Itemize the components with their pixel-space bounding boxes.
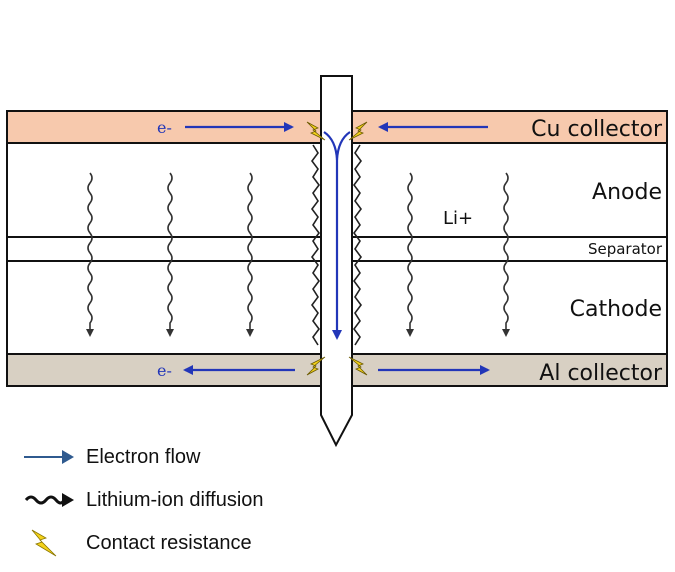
legend-electron-flow: Electron flow [22, 442, 201, 472]
diffusion-arrow [86, 172, 94, 337]
diffusion-arrow [246, 172, 254, 337]
al-collector-label: Al collector [539, 361, 663, 386]
nail-jagged-edges [311, 144, 362, 346]
legend-lithium-diffusion-label: Lithium-ion diffusion [86, 488, 264, 511]
bolt-icon [306, 121, 326, 141]
bolt-icon [348, 121, 368, 141]
legend-contact-resistance-label: Contact resistance [86, 531, 252, 554]
diffusion-arrow [166, 172, 174, 337]
legend-contact-resistance: Contact resistance [22, 528, 252, 558]
anode-label: Anode [592, 180, 662, 205]
contact-resistance-bolts [306, 121, 368, 376]
arrow-right-icon [24, 450, 74, 464]
electron-label-top: e- [157, 118, 172, 137]
diffusion-arrow [406, 172, 414, 337]
lightning-icon [31, 529, 57, 557]
legend-lithium-diffusion: Lithium-ion diffusion [22, 485, 264, 515]
left-jagged-edge [311, 144, 320, 346]
cathode-label: Cathode [570, 297, 662, 322]
electron-arrow-merge-right [335, 131, 351, 161]
separator-label: Separator [588, 240, 663, 258]
cu-collector-label: Cu collector [531, 117, 663, 142]
legend-electron-flow-label: Electron flow [86, 445, 201, 468]
electron-flow-arrows [183, 122, 490, 375]
bolt-icon [306, 356, 326, 376]
lithium-diffusion-arrows [86, 172, 510, 337]
wavy-arrow-icon [24, 493, 74, 507]
bolt-icon [348, 356, 368, 376]
electron-label-bottom: e- [157, 361, 172, 380]
lithium-ion-label: Li+ [443, 208, 473, 229]
diffusion-arrow [502, 172, 510, 337]
right-jagged-edge [353, 144, 362, 346]
